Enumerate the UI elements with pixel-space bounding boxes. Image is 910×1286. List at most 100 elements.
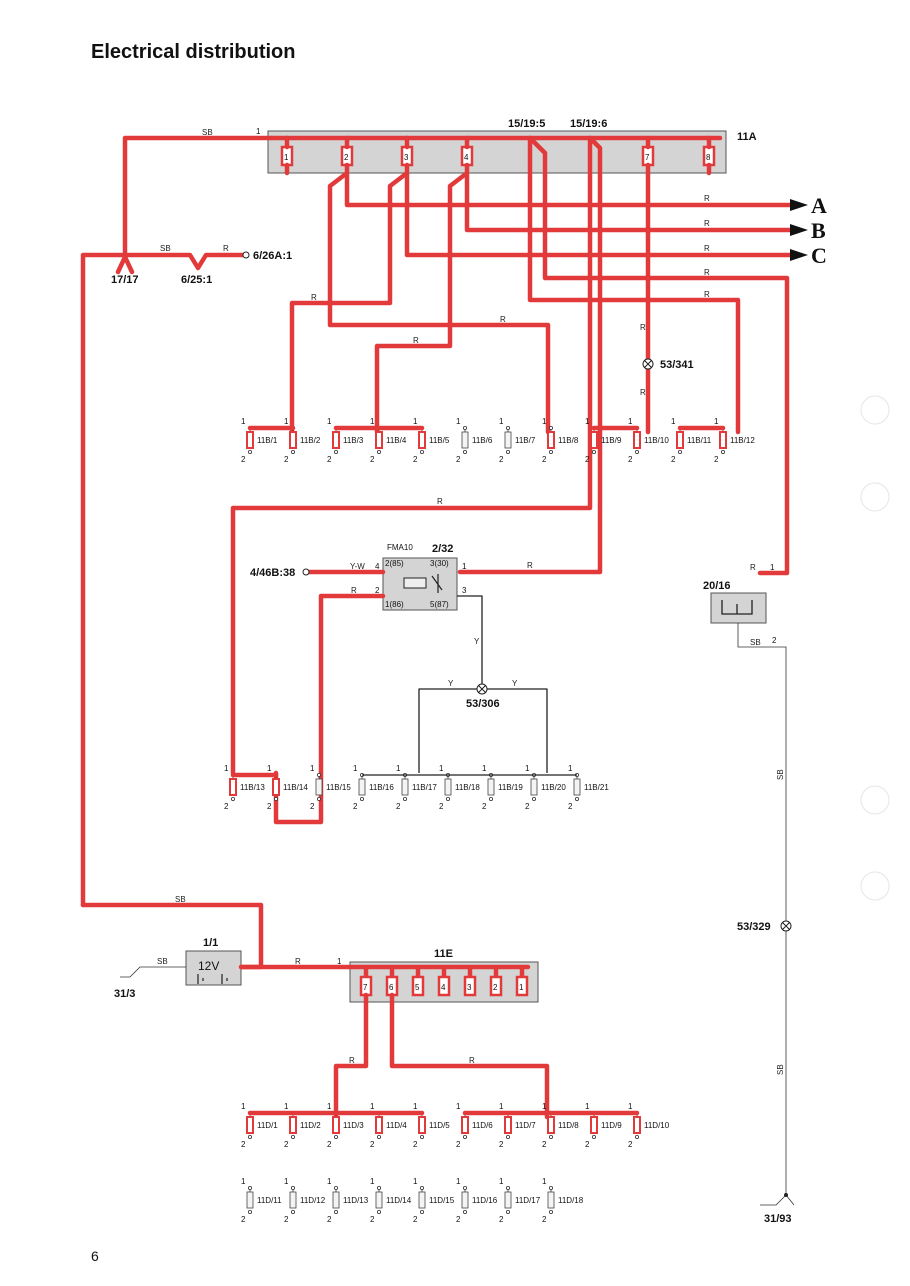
socket-label: 11B/13 — [240, 783, 265, 792]
svg-text:5(87): 5(87) — [430, 600, 449, 609]
svg-text:1: 1 — [256, 127, 261, 136]
terminal-4-46B — [302, 568, 310, 576]
svg-text:2: 2 — [499, 1140, 504, 1149]
svg-text:2: 2 — [456, 455, 461, 464]
svg-text:2: 2 — [439, 802, 444, 811]
svg-text:1: 1 — [413, 1177, 418, 1186]
socket-label: 11B/4 — [386, 436, 407, 445]
svg-text:2: 2 — [241, 1215, 246, 1224]
svg-text:1: 1 — [499, 1102, 504, 1111]
socket-label: 11D/10 — [644, 1121, 670, 1130]
svg-text:1: 1 — [542, 1102, 547, 1111]
socket-label: 11D/1 — [257, 1121, 278, 1130]
socket-label: 11D/16 — [472, 1196, 498, 1205]
svg-text:1: 1 — [337, 957, 342, 966]
socket-label: 11D/14 — [386, 1196, 412, 1205]
svg-text:1: 1 — [456, 417, 461, 426]
svg-text:4: 4 — [464, 153, 469, 162]
battery-voltage: 12V — [198, 959, 219, 973]
fuse-11A-7: 7 — [641, 145, 655, 167]
bulb-53-341 — [642, 358, 654, 370]
svg-text:3: 3 — [462, 586, 467, 595]
svg-text:1: 1 — [714, 417, 719, 426]
svg-text:1(86): 1(86) — [385, 600, 404, 609]
socket-label: 11B/10 — [644, 436, 669, 445]
wire-11A4-to-B — [464, 170, 803, 233]
svg-text:2: 2 — [585, 1140, 590, 1149]
label-31-3: 31/3 — [114, 988, 135, 1000]
svg-text:R: R — [413, 336, 419, 345]
svg-text:R: R — [527, 561, 533, 570]
svg-text:2: 2 — [499, 455, 504, 464]
socket-label: 11B/7 — [515, 436, 536, 445]
svg-text:1: 1 — [353, 764, 358, 773]
svg-text:R: R — [223, 244, 229, 253]
svg-text:2: 2 — [327, 1215, 332, 1224]
svg-text:1: 1 — [585, 1102, 590, 1111]
fuse-11E-5: 5 — [411, 975, 425, 997]
svg-text:2: 2 — [542, 1215, 547, 1224]
fuse-11A-2: 2 — [340, 145, 354, 167]
svg-text:R: R — [469, 1056, 475, 1065]
label-53-329: 53/329 — [737, 921, 771, 933]
svg-text:2: 2 — [628, 455, 633, 464]
label-6-26A: 6/26A:1 — [253, 250, 292, 262]
socket-label: 11B/20 — [541, 783, 566, 792]
svg-text:2: 2 — [413, 455, 418, 464]
svg-text:4: 4 — [375, 562, 380, 571]
svg-text:1: 1 — [628, 1102, 633, 1111]
socket-label: 11D/5 — [429, 1121, 450, 1130]
socket-label: 11B/17 — [412, 783, 437, 792]
socket-label: 11D/3 — [343, 1121, 364, 1130]
svg-text:2: 2 — [482, 802, 487, 811]
socket-label: 11B/3 — [343, 436, 364, 445]
svg-text:R: R — [704, 290, 710, 299]
svg-text:1: 1 — [241, 417, 246, 426]
svg-text:7: 7 — [363, 983, 368, 992]
socket-label: 11B/18 — [455, 783, 480, 792]
svg-text:B: B — [811, 218, 826, 243]
svg-text:1: 1 — [284, 417, 289, 426]
wire-relay-86-to-11B14 — [273, 593, 386, 825]
socket-label: 11D/17 — [515, 1196, 541, 1205]
svg-text:1: 1 — [267, 764, 272, 773]
wire-11A3-to-11B2 — [289, 170, 410, 435]
wire-11E-bus — [347, 964, 531, 980]
socket-label: 11B/1 — [257, 436, 278, 445]
socket-label: 11D/13 — [343, 1196, 369, 1205]
ground-31-93 — [760, 1194, 795, 1206]
svg-text:2: 2 — [714, 455, 719, 464]
svg-text:2: 2 — [344, 153, 349, 162]
svg-text:A: A — [811, 193, 827, 218]
svg-text:1: 1 — [327, 417, 332, 426]
svg-text:1: 1 — [284, 1102, 289, 1111]
socket-label: 11D/9 — [601, 1121, 622, 1130]
svg-text:1: 1 — [525, 764, 530, 773]
wire-11E6-to-11D8 — [389, 992, 550, 1120]
svg-text:1: 1 — [462, 562, 467, 571]
fuse-11A-1: 1 — [280, 145, 294, 167]
svg-text:R: R — [349, 1056, 355, 1065]
svg-text:5: 5 — [415, 983, 420, 992]
socket-label: 11B/9 — [601, 436, 622, 445]
socket-label: 11D/4 — [386, 1121, 407, 1130]
component-20-16-symbol — [721, 600, 753, 615]
svg-text:SB: SB — [160, 244, 171, 253]
label-31-93: 31/93 — [764, 1213, 792, 1225]
socket-label: 11D/2 — [300, 1121, 321, 1130]
relay-coil — [403, 577, 427, 589]
